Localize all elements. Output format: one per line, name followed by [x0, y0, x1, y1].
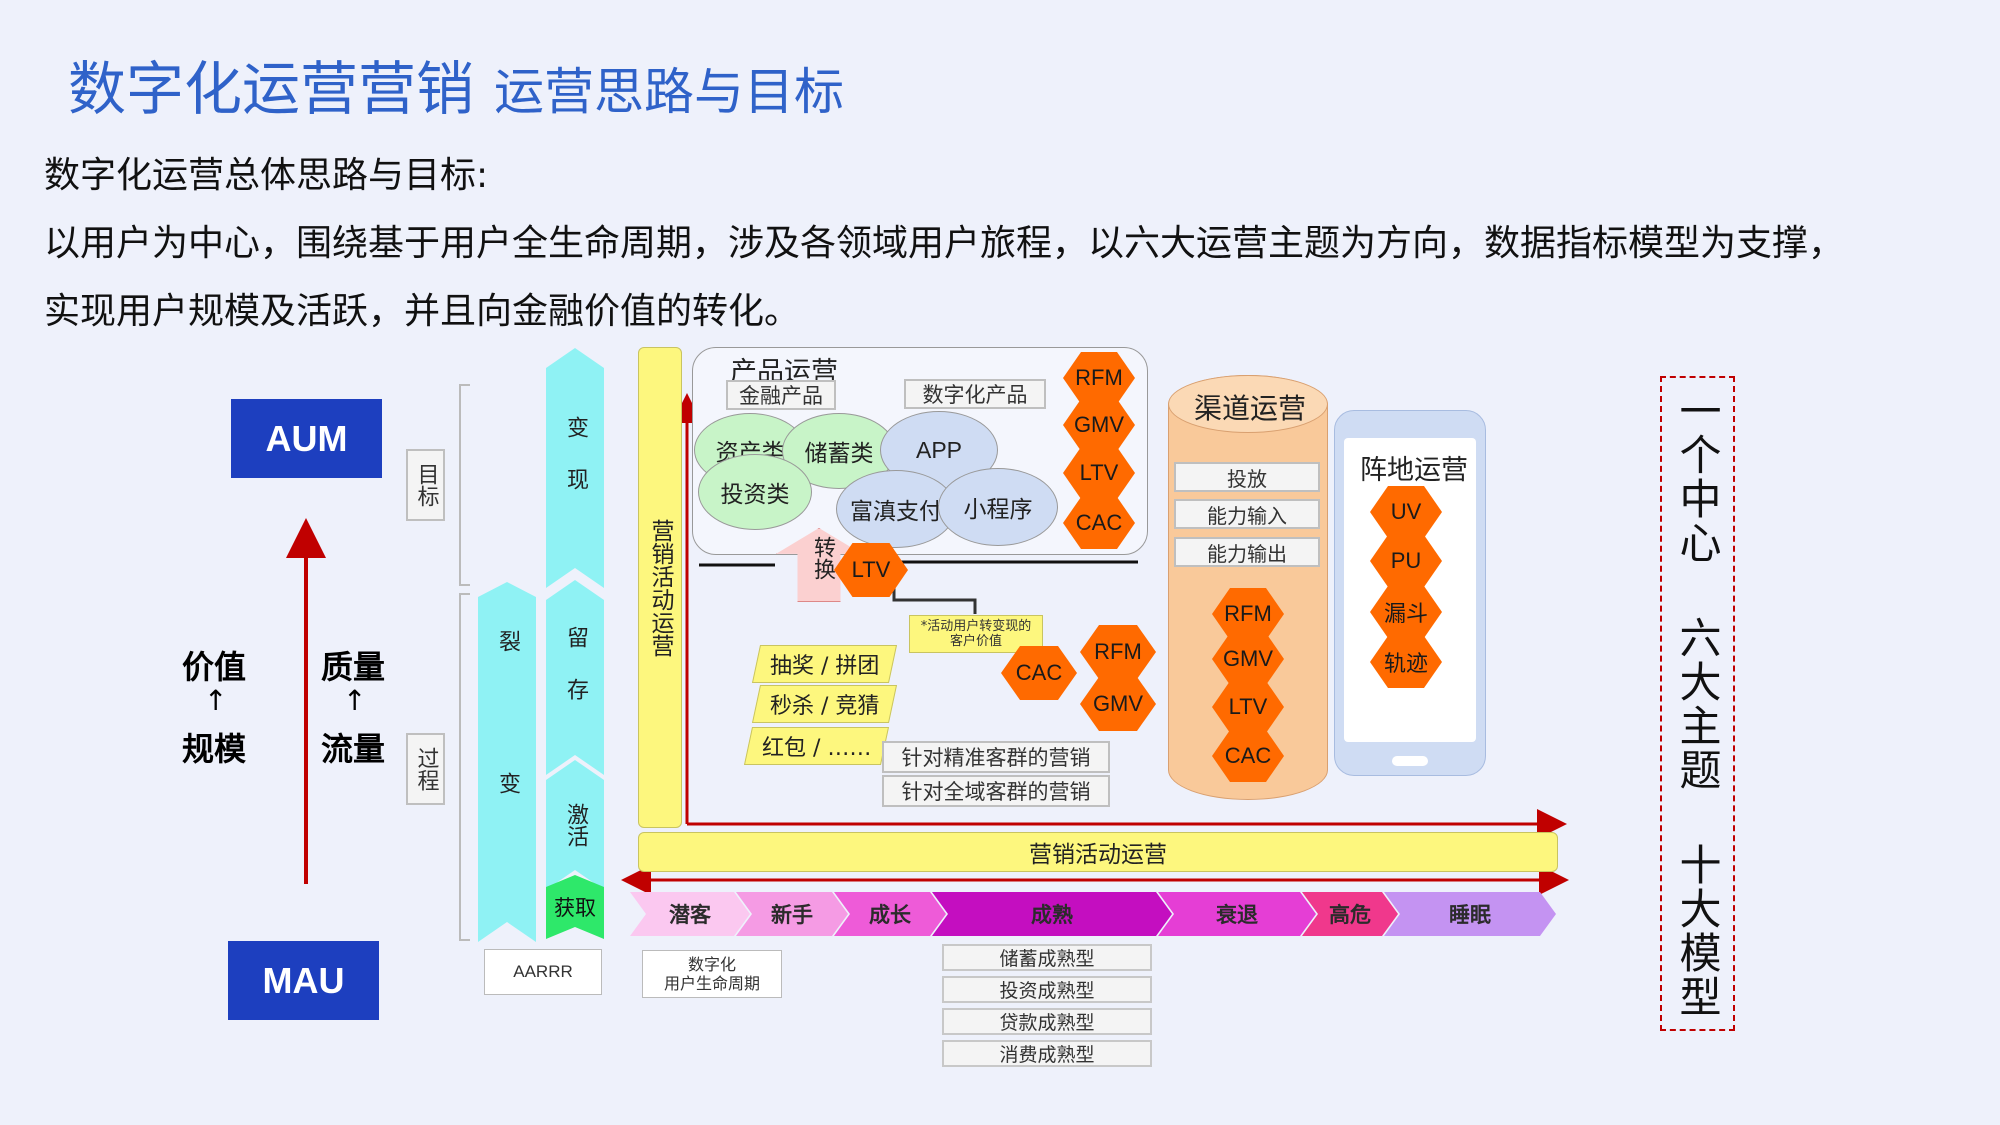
- target-precise: 针对精准客群的营销: [882, 741, 1110, 773]
- activity-lottery: 抽奖: [769, 654, 814, 679]
- retain-label: 留存: [563, 625, 588, 730]
- channel-item-placement: 投放: [1174, 462, 1320, 492]
- intro-line-1: 数字化运营总体思路与目标:: [44, 155, 489, 196]
- activity-guess: 竞猜: [835, 694, 880, 719]
- fission-label: 裂变: [495, 630, 520, 914]
- stage-high-risk: 高危: [1302, 892, 1398, 936]
- channel-title: 渠道运营: [1194, 392, 1307, 425]
- mature-type-savings: 储蓄成熟型: [942, 944, 1152, 971]
- channel-hex-gmv: GMV: [1212, 633, 1284, 685]
- retain-arrow: 留存: [546, 580, 604, 775]
- aum-box: AUM: [231, 399, 382, 478]
- mau-box: MAU: [228, 941, 379, 1020]
- fission-arrow: 裂变: [478, 582, 536, 942]
- marketing-horizontal-bar: 营销活动运营: [638, 832, 1558, 872]
- target-all: 针对全域客群的营销: [882, 775, 1110, 807]
- acquire-label: 获取: [554, 896, 596, 920]
- mature-type-investment: 投资成熟型: [942, 976, 1152, 1003]
- phone-home-button: [1392, 756, 1428, 766]
- intro-line-2: 以用户为中心，围绕基于用户全生命周期，涉及各领域用户旅程，以六大运营主题为方向，…: [44, 223, 1845, 264]
- channel-cylinder-top: [1168, 375, 1328, 433]
- activity-group-buy: 拼团: [835, 654, 880, 679]
- activate-label: 激活: [563, 803, 588, 847]
- page-title: 数字化运营营销: [68, 55, 475, 123]
- digital-products-tag: 数字化产品: [904, 379, 1046, 409]
- intro-line-3: 实现用户规模及活跃，并且向金融价值的转化。: [44, 291, 801, 332]
- stage-novice: 新手: [736, 892, 848, 936]
- position-hex-funnel: 漏斗: [1370, 586, 1442, 638]
- goal-bracket: [459, 384, 470, 586]
- bubble-fudian-pay: 富滇支付: [836, 470, 956, 548]
- stage-prospect: 潜客: [630, 892, 750, 936]
- activity-flash-sale: 秒杀: [769, 694, 814, 719]
- channel-item-output: 能力输出: [1174, 537, 1320, 567]
- bubble-investment: 投资类: [698, 454, 812, 530]
- activity-row-1: 抽奖 / 拼团: [751, 645, 898, 683]
- activate-arrow: 激活: [546, 760, 604, 890]
- traffic-label: 流量: [321, 730, 386, 768]
- summary-box: 一个中心 六大主题 十大模型: [1660, 376, 1735, 1031]
- stage-growth: 成长: [834, 892, 946, 936]
- position-title: 阵地运营: [1360, 455, 1468, 486]
- marketing-vertical-bar: 营销活动运营: [638, 347, 682, 828]
- summary-text: 一个中心 六大主题 十大模型: [1673, 388, 1722, 1019]
- stage-dormant: 睡眠: [1384, 892, 1556, 936]
- channel-hex-ltv: LTV: [1212, 681, 1284, 733]
- value-label: 价值: [182, 648, 247, 686]
- activity-more: ……: [827, 736, 872, 761]
- channel-hex-rfm: RFM: [1212, 588, 1284, 640]
- channel-hex-cac: CAC: [1212, 730, 1284, 782]
- monetize-label: 变现: [563, 416, 588, 520]
- scale-label: 规模: [182, 730, 247, 768]
- value-arrow: ↑: [204, 684, 228, 717]
- stage-mature: 成熟: [932, 892, 1172, 936]
- lifecycle-caption: 数字化 用户生命周期: [642, 950, 782, 998]
- stage-decline: 衰退: [1158, 892, 1316, 936]
- quality-label: 质量: [321, 648, 386, 686]
- monetize-arrow: 变现: [546, 348, 604, 588]
- mature-type-loan: 贷款成熟型: [942, 1008, 1152, 1035]
- marketing-vertical-label: 营销活动运营: [647, 518, 673, 657]
- goal-tag: 目标: [406, 449, 445, 521]
- process-bracket: [459, 593, 470, 941]
- position-hex-trajectory: 轨迹: [1370, 636, 1442, 688]
- activity-row-3: 红包 / ……: [743, 727, 890, 765]
- mature-type-consumption: 消费成熟型: [942, 1040, 1152, 1067]
- quality-arrow: ↑: [343, 684, 367, 717]
- aarrr-caption: AARRR: [484, 949, 602, 995]
- position-hex-pu: PU: [1370, 535, 1442, 587]
- convert-label: 转换: [810, 536, 835, 580]
- activity-row-2: 秒杀 / 竞猜: [751, 685, 898, 723]
- bubble-mini-program: 小程序: [938, 468, 1058, 546]
- process-tag: 过程: [406, 733, 445, 805]
- activity-red-packet: 红包: [761, 736, 806, 761]
- financial-products-tag: 金融产品: [726, 380, 836, 410]
- page-subtitle: 运营思路与目标: [494, 63, 844, 121]
- channel-item-input: 能力输入: [1174, 499, 1320, 529]
